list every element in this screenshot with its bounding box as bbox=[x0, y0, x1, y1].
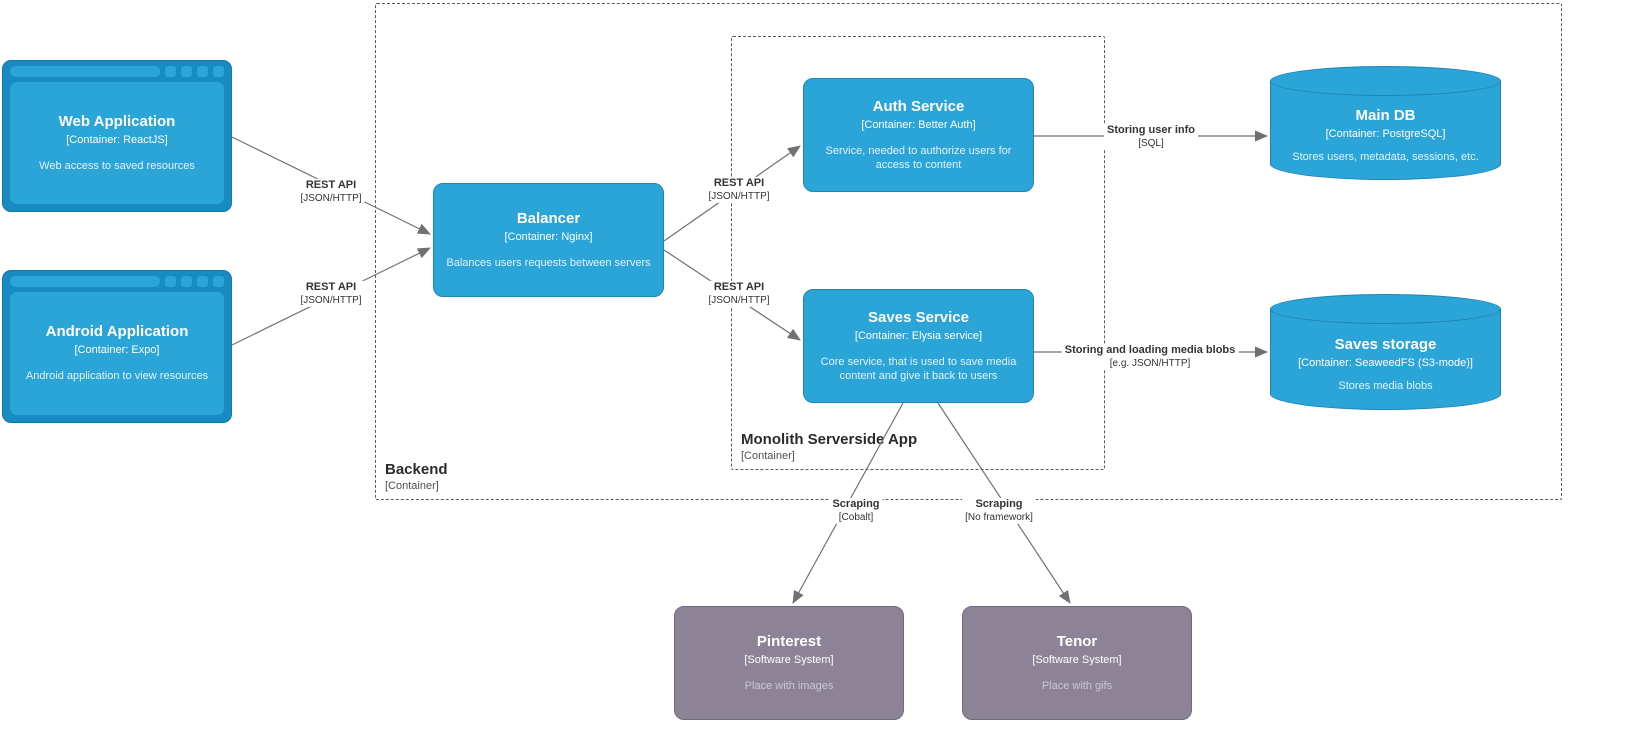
node-subtitle: [Software System] bbox=[744, 653, 834, 666]
node-description: Stores media blobs bbox=[1338, 380, 1433, 393]
node-title: Balancer bbox=[516, 209, 581, 227]
node-subtitle: [Container: Expo] bbox=[74, 344, 160, 357]
node-title: Main DB bbox=[1355, 107, 1416, 125]
node-description: Balances users requests between servers bbox=[446, 256, 651, 269]
browser-toolbar bbox=[3, 61, 231, 82]
node-android-application: Android Application [Container: Expo] An… bbox=[2, 270, 232, 423]
node-title: Tenor bbox=[1056, 632, 1098, 650]
node-description: Core service, that is used to save media… bbox=[820, 355, 1017, 382]
cylinder-body bbox=[1270, 309, 1501, 410]
node-subtitle: [Container: Nginx] bbox=[504, 230, 593, 243]
cylinder-top-ellipse bbox=[1270, 294, 1501, 324]
node-subtitle: [Container: SeaweedFS (S3-mode)] bbox=[1298, 357, 1473, 370]
node-description: Service, needed to authorize users for a… bbox=[825, 144, 1012, 171]
cylinder-body bbox=[1270, 81, 1501, 180]
edge-label-balancer-to-saves: REST API [JSON/HTTP] bbox=[705, 280, 773, 308]
monolith-container-label: Monolith Serverside App [Container] bbox=[741, 431, 917, 462]
node-body: Main DB [Container: PostgreSQL] Stores u… bbox=[1276, 96, 1495, 176]
browser-button-icon bbox=[181, 66, 192, 77]
backend-subtitle: [Container] bbox=[385, 480, 439, 492]
node-title: Pinterest bbox=[756, 632, 822, 650]
node-description: Android application to view resources bbox=[25, 370, 209, 383]
browser-button-icon bbox=[165, 66, 176, 77]
browser-button-icon bbox=[181, 276, 192, 287]
node-body: Saves storage [Container: SeaweedFS (S3-… bbox=[1276, 324, 1495, 406]
node-main-db: Main DB [Container: PostgreSQL] Stores u… bbox=[1270, 66, 1501, 180]
edge-label-saves-to-storage: Storing and loading media blobs [e.g. JS… bbox=[1061, 343, 1239, 371]
node-pinterest: Pinterest [Software System] Place with i… bbox=[674, 606, 904, 720]
node-body: Android Application [Container: Expo] An… bbox=[10, 292, 224, 415]
node-balancer: Balancer [Container: Nginx] Balances use… bbox=[433, 183, 664, 297]
node-title: Saves storage bbox=[1334, 336, 1437, 354]
node-description: Place with gifs bbox=[1041, 679, 1113, 692]
cylinder-top-ellipse bbox=[1270, 66, 1501, 96]
node-subtitle: [Container: ReactJS] bbox=[66, 133, 168, 146]
edge-label-web-to-balancer: REST API [JSON/HTTP] bbox=[297, 178, 365, 206]
node-tenor: Tenor [Software System] Place with gifs bbox=[962, 606, 1192, 720]
node-subtitle: [Software System] bbox=[1032, 653, 1122, 666]
edge-label-saves-to-tenor: Scraping [No framework] bbox=[962, 497, 1036, 525]
node-subtitle: [Container: Elysia service] bbox=[854, 329, 983, 342]
monolith-title: Monolith Serverside App bbox=[741, 430, 918, 448]
node-auth-service: Auth Service [Container: Better Auth] Se… bbox=[803, 78, 1034, 192]
edge-label-saves-to-pinterest: Scraping [Cobalt] bbox=[829, 497, 883, 525]
edge-label-balancer-to-auth: REST API [JSON/HTTP] bbox=[705, 176, 773, 204]
node-subtitle: [Container: PostgreSQL] bbox=[1325, 128, 1446, 141]
backend-title: Backend bbox=[385, 460, 448, 478]
edge-label-auth-to-maindb: Storing user info [SQL] bbox=[1104, 123, 1198, 151]
node-description: Web access to saved resources bbox=[39, 159, 195, 172]
node-description: Stores users, metadata, sessions, etc. bbox=[1292, 151, 1479, 164]
node-saves-storage: Saves storage [Container: SeaweedFS (S3-… bbox=[1270, 294, 1501, 410]
node-title: Auth Service bbox=[872, 97, 965, 115]
browser-address-bar bbox=[10, 66, 160, 77]
browser-toolbar bbox=[3, 271, 231, 292]
browser-button-icon bbox=[165, 276, 176, 287]
node-body: Web Application [Container: ReactJS] Web… bbox=[10, 82, 224, 204]
edge-label-android-to-balancer: REST API [JSON/HTTP] bbox=[297, 280, 365, 308]
monolith-subtitle: [Container] bbox=[741, 450, 795, 462]
node-saves-service: Saves Service [Container: Elysia service… bbox=[803, 289, 1034, 403]
browser-button-icon bbox=[197, 276, 208, 287]
browser-button-icon bbox=[197, 66, 208, 77]
backend-container-label: Backend [Container] bbox=[385, 461, 448, 492]
node-web-application: Web Application [Container: ReactJS] Web… bbox=[2, 60, 232, 212]
browser-address-bar bbox=[10, 276, 160, 287]
browser-button-icon bbox=[213, 66, 224, 77]
node-title: Web Application bbox=[58, 112, 176, 130]
node-title: Android Application bbox=[45, 323, 189, 341]
browser-button-icon bbox=[213, 276, 224, 287]
node-subtitle: [Container: Better Auth] bbox=[861, 118, 976, 131]
node-description: Place with images bbox=[744, 679, 834, 692]
node-title: Saves Service bbox=[868, 308, 969, 326]
